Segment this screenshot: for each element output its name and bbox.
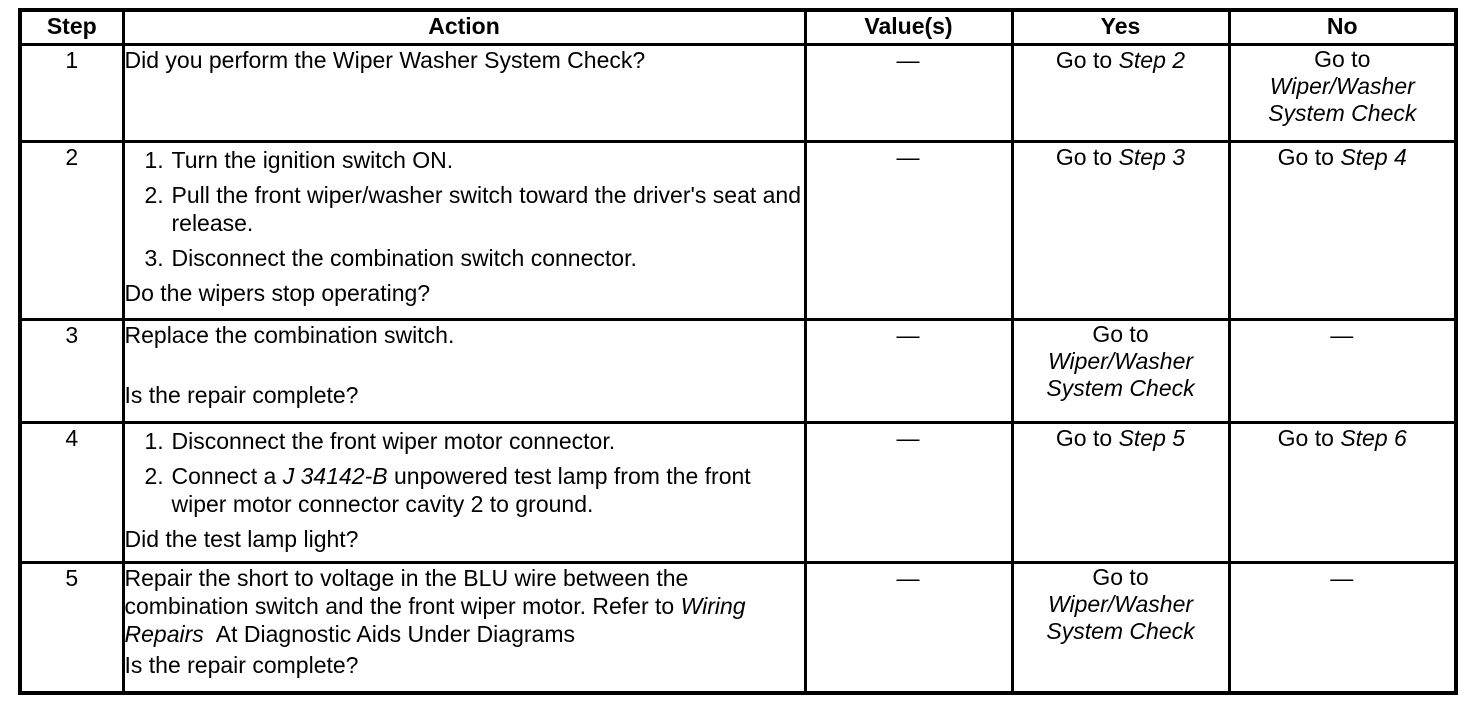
column-header-action: Action <box>121 8 807 46</box>
action-statement: Replace the combination switch. <box>124 321 455 348</box>
goto-target: Step 6 <box>1340 424 1407 451</box>
table-row-step-4: 4 1. Disconnect the front wiper motor co… <box>18 420 1458 564</box>
goto-text: Go to <box>1055 46 1119 73</box>
column-header-step: Step <box>18 8 125 46</box>
no-cell: — <box>1227 317 1458 424</box>
table-row-step-2: 2 1. Turn the ignition switch ON. 2. Pul… <box>18 139 1458 321</box>
action-cell: Repair the short to voltage in the BLU w… <box>121 560 807 695</box>
step-number: 2 <box>18 139 125 321</box>
no-cell: Go to Wiper/Washer System Check <box>1227 42 1458 143</box>
goto-target: Wiper/Washer <box>1047 347 1194 374</box>
action-cell: 1. Turn the ignition switch ON. 2. Pull … <box>121 139 807 321</box>
action-question: Is the repair complete? <box>124 651 359 678</box>
value-cell: — <box>803 317 1014 424</box>
action-question: Do the wipers stop operating? <box>124 279 431 306</box>
action-question: Did you perform the Wiper Washer System … <box>124 46 646 73</box>
table-row-step-5: 5 Repair the short to voltage in the BLU… <box>18 560 1458 695</box>
goto-text: Go to <box>1055 424 1119 451</box>
goto-target: System Check <box>1046 374 1195 401</box>
goto-target: Step 3 <box>1118 143 1186 170</box>
goto-target: Step 5 <box>1118 424 1186 451</box>
goto-text: Go to <box>1092 563 1149 590</box>
action-instructions: 1. Turn the ignition switch ON. 2. Pull … <box>126 144 803 279</box>
list-item: 3. Disconnect the combination switch con… <box>144 244 803 272</box>
list-number: 3. <box>144 244 164 271</box>
tool-number: J 34142-B <box>282 462 388 489</box>
yes-cell: Go to Step 3 <box>1010 139 1231 321</box>
list-text: Connect a J 34142-B unpowered test lamp … <box>171 462 803 518</box>
goto-text: Go to <box>1277 424 1341 451</box>
action-cell: Did you perform the Wiper Washer System … <box>121 42 807 143</box>
goto-target: System Check <box>1046 617 1195 644</box>
goto-target: Wiper/Washer <box>1269 72 1415 99</box>
column-header-yes: Yes <box>1010 8 1231 46</box>
yes-cell: Go to Wiper/Washer System Check <box>1010 317 1231 424</box>
value-cell: — <box>803 139 1014 321</box>
goto-text: Go to <box>1055 143 1119 170</box>
step-number: 5 <box>18 560 125 695</box>
list-item: 1. Turn the ignition switch ON. <box>144 146 803 174</box>
list-text: Disconnect the front wiper motor connect… <box>171 427 616 454</box>
action-statement: Repair the short to voltage in the BLU w… <box>124 564 802 648</box>
table-row-step-1: 1 Did you perform the Wiper Washer Syste… <box>18 42 1458 143</box>
goto-target: Step 2 <box>1118 46 1186 73</box>
statement-segment: At Diagnostic Aids Under Diagrams <box>215 620 575 647</box>
goto-text: Go to <box>1277 143 1341 170</box>
list-text: Turn the ignition switch ON. <box>171 146 454 173</box>
action-cell: Replace the combination switch. Is the r… <box>121 317 807 424</box>
value-cell: — <box>803 42 1014 143</box>
goto-target: Wiper/Washer <box>1047 590 1194 617</box>
list-number: 1. <box>144 427 164 454</box>
step-number: 4 <box>18 420 125 564</box>
action-question: Is the repair complete? <box>124 381 359 408</box>
list-text: Pull the front wiper/washer switch towar… <box>171 181 802 236</box>
no-cell: Go to Step 6 <box>1227 420 1458 564</box>
action-instructions: 1. Disconnect the front wiper motor conn… <box>126 425 803 525</box>
list-text-segment: Connect a <box>171 462 283 489</box>
column-header-values: Value(s) <box>803 8 1014 46</box>
list-item: 1. Disconnect the front wiper motor conn… <box>144 427 803 455</box>
list-number: 2. <box>144 181 164 208</box>
goto-target: Step 4 <box>1340 143 1407 170</box>
column-header-no: No <box>1227 8 1458 46</box>
step-number: 3 <box>18 317 125 424</box>
list-text-segment: unpowered test lamp from the front wiper… <box>171 462 751 517</box>
reference-title: Wiring Repairs <box>124 592 746 647</box>
list-text: Disconnect the combination switch connec… <box>171 244 637 271</box>
table-row-step-3: 3 Replace the combination switch. Is the… <box>18 317 1458 424</box>
value-cell: — <box>803 560 1014 695</box>
table-header-row: Step Action Value(s) Yes No <box>18 8 1458 46</box>
statement-segment: Repair the short to voltage in the BLU w… <box>124 564 689 619</box>
list-item: 2. Connect a J 34142-B unpowered test la… <box>144 462 803 518</box>
diagnostic-steps-table: Step Action Value(s) Yes No 1 Did you pe… <box>18 8 1458 695</box>
action-cell: 1. Disconnect the front wiper motor conn… <box>121 420 807 564</box>
no-cell: Go to Step 4 <box>1227 139 1458 321</box>
value-cell: — <box>803 420 1014 564</box>
list-number: 1. <box>144 146 164 173</box>
step-number: 1 <box>18 42 125 143</box>
yes-cell: Go to Step 2 <box>1010 42 1231 143</box>
goto-text: Go to <box>1092 320 1149 347</box>
yes-cell: Go to Step 5 <box>1010 420 1231 564</box>
goto-text: Go to <box>1314 45 1371 72</box>
action-question: Did the test lamp light? <box>124 525 359 552</box>
no-cell: — <box>1227 560 1458 695</box>
list-item: 2. Pull the front wiper/washer switch to… <box>144 181 803 237</box>
list-number: 2. <box>144 462 164 489</box>
goto-target: System Check <box>1268 99 1417 126</box>
yes-cell: Go to Wiper/Washer System Check <box>1010 560 1231 695</box>
